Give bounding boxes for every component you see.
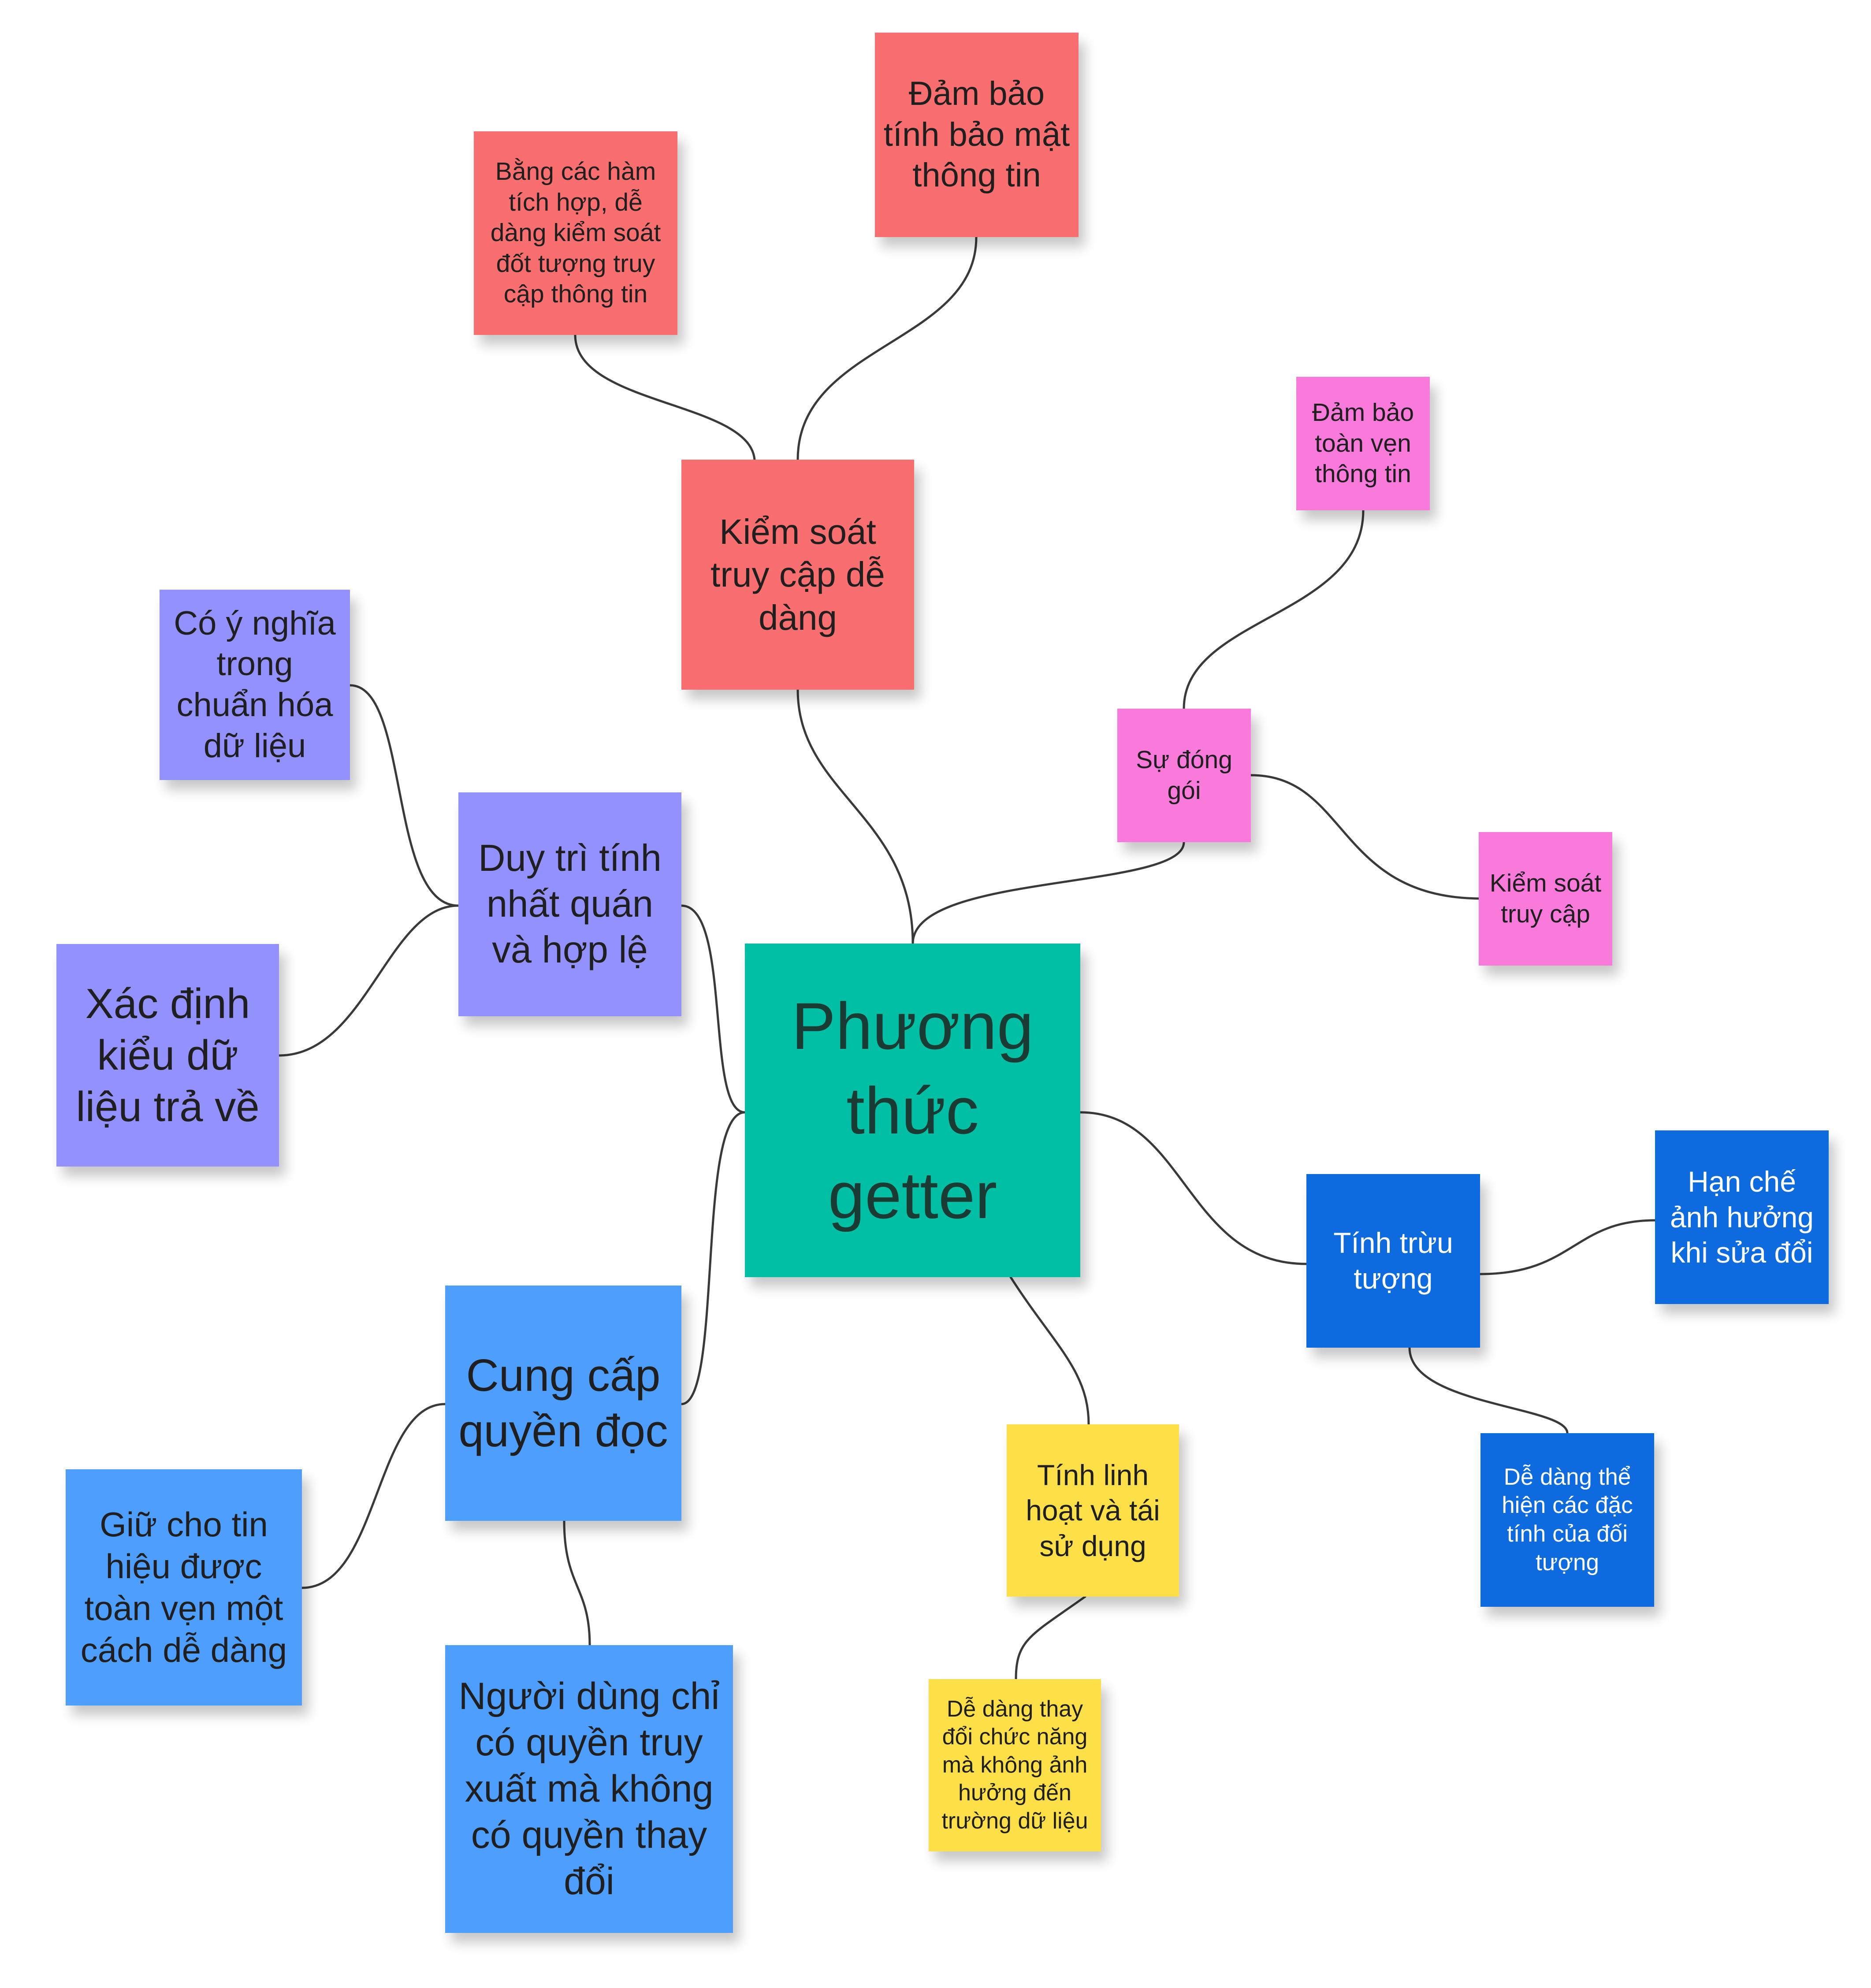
connector-central-abstr [1079,1111,1308,1265]
note-encapsulation-label: Sự đóng gói [1136,745,1232,805]
note-consistency-return-type-label: Xác định kiểu dữ liệu trả về [76,980,260,1131]
connector-read-bottom [563,1520,591,1646]
connector-encap-right [1250,774,1483,900]
note-consistency-label: Duy trì tính nhất quán và hợp lệ [478,837,662,971]
connector-central-flex [1009,1276,1090,1426]
note-flexibility-change[interactable]: Dễ dàng thay đổi chức năng mà không ảnh … [929,1679,1101,1851]
note-read-integrity[interactable]: Giữ cho tin hiệu được toàn vẹn một cách … [66,1469,302,1706]
connector-central-read [680,1111,746,1405]
note-read-no-modify-label: Người dùng chỉ có quyền truy xuất mà khô… [458,1675,720,1903]
connector-flex-bottom [1015,1595,1086,1680]
note-access-builtin-functions[interactable]: Bằng các hàm tích hợp, dễ dàng kiểm soát… [474,131,677,335]
connector-encap-top [1183,509,1365,710]
note-encap-integrity[interactable]: Đảm bảo toàn vẹn thông tin [1296,377,1430,510]
connector-consist-top-left [349,684,460,907]
note-read-integrity-label: Giữ cho tin hiệu được toàn vẹn một cách … [80,1505,287,1670]
note-read-access[interactable]: Cung cấp quyền đọc [445,1286,681,1521]
note-flexibility[interactable]: Tính linh hoạt và tái sử dụng [1007,1424,1179,1597]
note-abstraction-properties[interactable]: Dễ dàng thể hiện các đặc tính của đối tư… [1480,1433,1654,1607]
note-access-builtin-functions-label: Bằng các hàm tích hợp, dễ dàng kiểm soát… [490,157,661,308]
connector-abstr-bottom [1408,1346,1569,1434]
connector-abstr-right [1479,1219,1656,1275]
connector-access-bottom-left [574,334,756,461]
note-consistency-normalization[interactable]: Có ý nghĩa trong chuẩn hóa dữ liệu [160,590,350,780]
connector-central-encap [911,841,1185,945]
note-access-control[interactable]: Kiểm soát truy cập dễ dàng [681,460,914,690]
note-abstraction[interactable]: Tính trừu tượng [1306,1174,1480,1348]
note-consistency-normalization-label: Có ý nghĩa trong chuẩn hóa dữ liệu [174,604,336,765]
note-encap-integrity-label: Đảm bảo toàn vẹn thông tin [1312,398,1414,488]
note-abstraction-limit-impact[interactable]: Hạn chế ảnh hưởng khi sửa đổi [1655,1130,1829,1304]
connector-access-top-right [796,236,978,461]
central-topic-note[interactable]: Phương thức getter [745,944,1080,1277]
note-flexibility-label: Tính linh hoạt và tái sử dụng [1026,1458,1160,1562]
connector-central-access [796,688,914,945]
note-access-security-label: Đảm bảo tính bảo mật thông tin [883,74,1070,194]
note-access-control-label: Kiểm soát truy cập dễ dàng [710,512,885,637]
note-read-no-modify[interactable]: Người dùng chỉ có quyền truy xuất mà khô… [445,1645,733,1933]
note-abstraction-properties-label: Dễ dàng thể hiện các đặc tính của đối tư… [1502,1464,1633,1576]
note-abstraction-limit-impact-label: Hạn chế ảnh hưởng khi sửa đổi [1670,1165,1814,1269]
note-encapsulation[interactable]: Sự đóng gói [1117,709,1251,842]
note-consistency[interactable]: Duy trì tính nhất quán và hợp lệ [458,792,681,1016]
connector-read-left [301,1403,446,1589]
note-access-security[interactable]: Đảm bảo tính bảo mật thông tin [875,33,1079,237]
note-abstraction-label: Tính trừu tượng [1333,1226,1453,1295]
note-read-access-label: Cung cấp quyền đọc [458,1350,668,1456]
connector-central-consist [680,904,746,1114]
note-consistency-return-type[interactable]: Xác định kiểu dữ liệu trả về [56,944,279,1167]
central-topic-label: Phương thức getter [791,988,1034,1232]
note-flexibility-change-label: Dễ dàng thay đổi chức năng mà không ảnh … [941,1696,1088,1834]
note-encap-access-label: Kiểm soát truy cập [1489,869,1602,928]
note-encap-access[interactable]: Kiểm soát truy cập [1479,832,1612,966]
connector-consist-bottom-left [278,904,460,1057]
